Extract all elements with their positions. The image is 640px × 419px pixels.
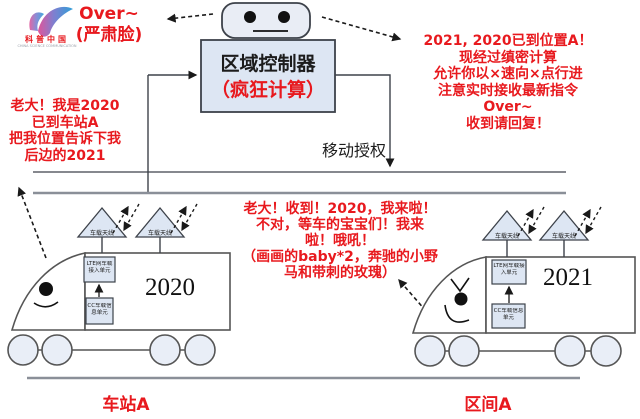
- section-a-label: 区间A: [464, 395, 512, 415]
- cc-unit-box: [85, 297, 114, 325]
- controller-over-text: Over~ (严肃脸): [75, 4, 143, 45]
- dashed-arrow-to-over-text: [166, 13, 214, 23]
- train-eye: [454, 292, 468, 306]
- cc-unit-box: [491, 303, 526, 329]
- antenna-label: 车载天线: [89, 230, 114, 237]
- wheel: [590, 335, 622, 367]
- speech-bubble-train-2020: 老大！我是2020 已到车站A 把我位置告诉下我 后边的2021: [9, 98, 121, 164]
- train-eye: [39, 282, 53, 296]
- train-2020-number: 2020: [145, 274, 195, 301]
- antenna-triangle-icon: [538, 209, 590, 241]
- cc-unit-label: CC车载信息单元: [493, 308, 524, 321]
- dashed-arrow-to-left-speech: [17, 186, 47, 259]
- lte-unit-box: [83, 256, 116, 283]
- antenna-triangle-icon: [134, 206, 186, 238]
- train-mouth: [444, 304, 470, 323]
- lte-unit-label: LTE网车载接入单元: [86, 261, 113, 274]
- wheel: [41, 334, 73, 366]
- zone-controller-label: 区域控制器 （疯狂计算）: [210, 53, 325, 101]
- wheel: [149, 334, 181, 366]
- movement-authority-arrow: [335, 74, 395, 168]
- speech-bubble-controller-reply: 2021, 2020已到位置A！ 现经过缜密计算 允许你以×速向×点行进 注意实…: [423, 33, 593, 132]
- lte-unit-box: [491, 259, 527, 285]
- antenna-triangle-icon: [481, 209, 533, 241]
- train-eyebrow: [450, 277, 470, 293]
- radio-waves-arrows: [112, 203, 198, 234]
- zone-controller-box: [200, 39, 336, 113]
- station-a-label: 车站A: [102, 395, 150, 415]
- train-2020: [7, 203, 231, 366]
- antenna-label: 车载天线: [147, 230, 172, 237]
- speech-bubble-train-2021: 老大！收到！2020，我来啦！ 不对，等车的宝宝们！我来 啦！哦吼！ （画画的b…: [242, 201, 438, 281]
- logo-subtitle: CHINA SCIENCE COMMUNICATION: [17, 44, 77, 48]
- train-2021: [411, 206, 636, 367]
- kepu-china-logo-icon: [29, 6, 73, 37]
- robot-eye-left: [244, 11, 256, 23]
- wheel: [448, 335, 480, 367]
- cc-unit-label: CC车载信息单元: [87, 303, 112, 316]
- robot-eye-right: [278, 11, 290, 23]
- lte-unit-label: LTE网车载接入单元: [493, 263, 525, 276]
- wheel: [554, 335, 586, 367]
- antenna-label: 车载天线: [494, 233, 519, 240]
- wheel: [414, 335, 446, 367]
- train-2021-number: 2021: [543, 264, 593, 291]
- logo-title: 科普中国: [25, 35, 69, 44]
- dashed-arrow-to-right-speech: [321, 16, 402, 42]
- antenna-triangle-icon: [76, 206, 128, 238]
- wheel: [7, 334, 39, 366]
- radio-waves-arrows: [517, 206, 602, 237]
- dashed-arrow-to-center-speech: [398, 278, 427, 312]
- wheel: [184, 334, 216, 366]
- movement-authority-label: 移动授权: [321, 141, 386, 160]
- train-mouth: [33, 301, 59, 308]
- robot-head-icon: [221, 2, 311, 39]
- train-nose: [411, 256, 487, 334]
- antenna-label: 车载天线: [551, 233, 576, 240]
